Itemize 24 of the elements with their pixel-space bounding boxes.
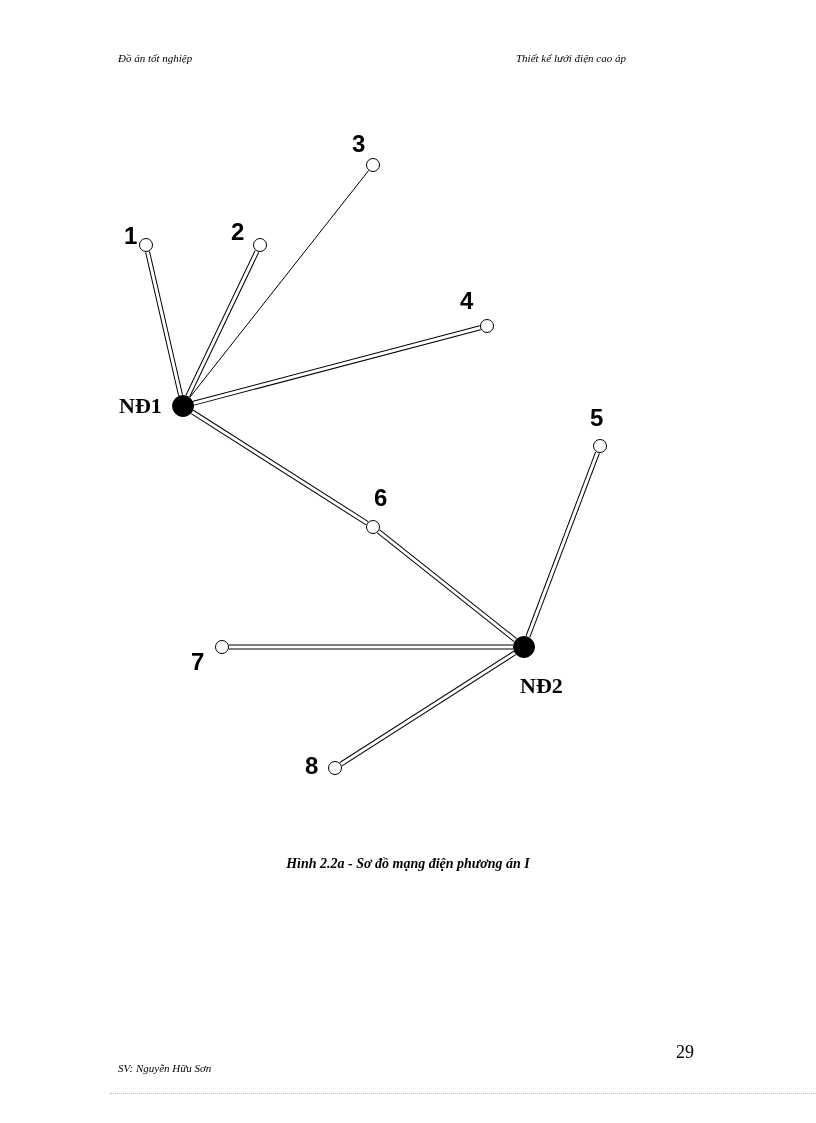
node-label: NĐ1 <box>119 394 162 418</box>
node-label: 8 <box>305 754 319 778</box>
header-text: Thiết kế lưới điện cao áp <box>516 52 626 64</box>
line <box>189 170 370 398</box>
footer-text: SV: Nguyễn Hữu Sơn <box>118 1062 212 1074</box>
double-line <box>145 251 183 396</box>
node-label: 2 <box>231 220 245 244</box>
figure-caption: Hình 2.2a - Sơ đồ mạng điện phương án I <box>285 856 531 872</box>
node-label: 3 <box>352 132 366 156</box>
node-label: 4 <box>460 289 474 313</box>
double-line <box>190 409 369 526</box>
node-label: 1 <box>124 224 138 248</box>
node-label: NĐ2 <box>520 674 563 698</box>
double-line <box>376 529 517 643</box>
header-text: Đồ án tốt nghiệp <box>118 52 193 64</box>
double-line <box>525 451 600 638</box>
node-label: 5 <box>590 406 604 430</box>
node-label: 6 <box>374 486 388 510</box>
double-line <box>193 325 481 406</box>
double-line <box>185 250 260 398</box>
page-number: 29 <box>676 1042 694 1063</box>
double-line <box>339 650 517 767</box>
double-line <box>229 644 513 650</box>
node-label: 7 <box>191 650 205 674</box>
